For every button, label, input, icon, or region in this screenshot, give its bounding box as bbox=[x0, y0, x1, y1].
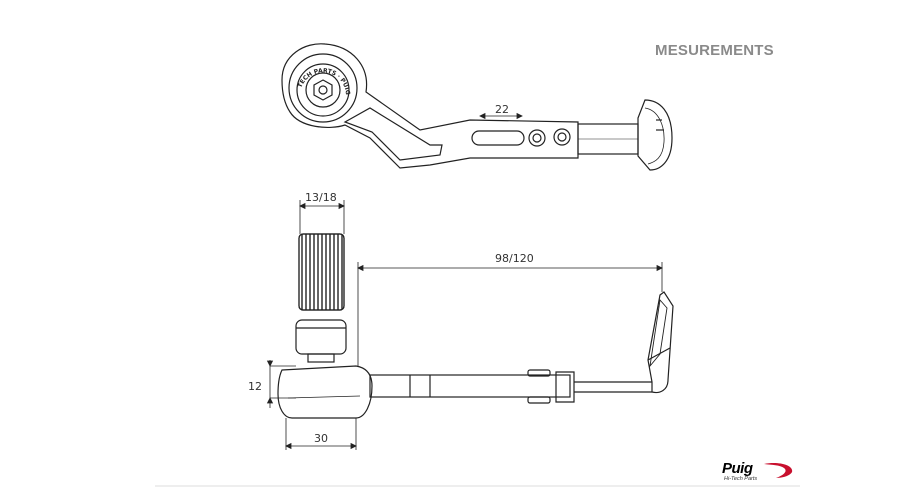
logo-tagline: Hi-Tech Parts bbox=[724, 476, 758, 482]
top-view bbox=[281, 43, 673, 171]
base-disc bbox=[277, 365, 373, 419]
puig-logo: Puig Hi-Tech Parts bbox=[714, 460, 796, 486]
top-arm-outline bbox=[281, 43, 579, 169]
dim-12-group bbox=[266, 360, 296, 408]
top-guard-end bbox=[637, 99, 673, 171]
dim-22-group bbox=[479, 112, 523, 120]
logo-text: Puig bbox=[722, 460, 753, 477]
clamp-collar bbox=[295, 319, 347, 355]
page-title: MESUREMENTS bbox=[655, 42, 774, 59]
dim-base-label: 30 bbox=[314, 432, 328, 445]
dim-clamp-label: 13/18 bbox=[305, 191, 337, 204]
top-arm-inner bbox=[343, 107, 443, 161]
dim-slot-label: 22 bbox=[495, 103, 509, 116]
side-view bbox=[277, 233, 674, 419]
top-bolt-right bbox=[553, 128, 571, 146]
logo-swoosh-icon bbox=[764, 462, 793, 478]
knurled-clamp bbox=[298, 233, 345, 311]
top-bolt-left bbox=[528, 129, 546, 147]
top-clamp-ring bbox=[296, 63, 350, 117]
top-clamp-outer bbox=[288, 53, 358, 123]
side-guard bbox=[647, 291, 674, 394]
dim-30-group bbox=[285, 418, 357, 450]
dim-reach-label: 98/120 bbox=[495, 252, 534, 265]
top-slot bbox=[471, 130, 525, 146]
hex-socket bbox=[313, 79, 333, 101]
dim-thickness-label: 12 bbox=[248, 380, 262, 393]
dim-13-18-group bbox=[299, 200, 345, 234]
side-bar bbox=[369, 374, 571, 398]
dim-98-120-group bbox=[357, 262, 663, 366]
